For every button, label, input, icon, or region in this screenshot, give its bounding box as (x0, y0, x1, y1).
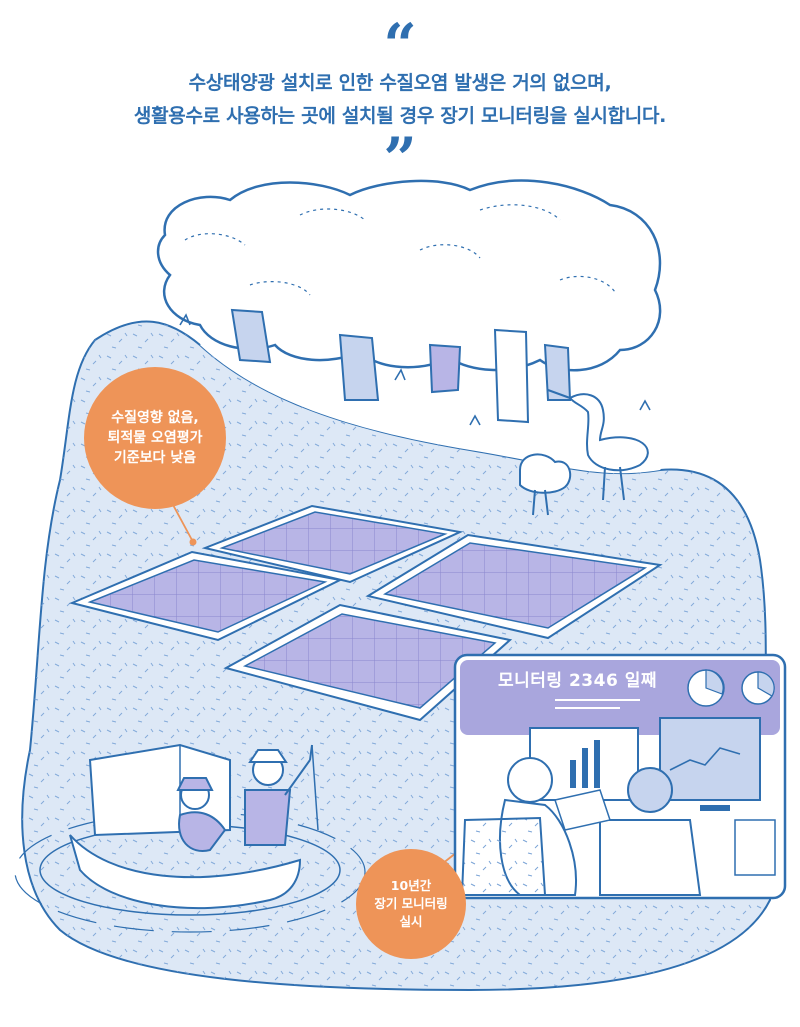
duck-icon (519, 453, 572, 516)
solar-panel-icon (365, 533, 663, 640)
quote-line-1: 수상태양광 설치로 인한 수질오염 발생은 거의 없으며, (188, 72, 612, 94)
solar-panel-icon (223, 603, 513, 722)
callout-line: 실시 (399, 914, 423, 930)
callout-line: 장기 모니터링 (374, 895, 448, 911)
pie-chart-icon (687, 669, 775, 707)
callout-line: 수질영향 없음, (111, 409, 199, 426)
water-quality-callout: 수질영향 없음, 퇴적물 오염평가 기준보다 낮음 (84, 367, 226, 509)
monitoring-room-panel (453, 653, 787, 900)
solar-panel-icon (68, 550, 344, 642)
monitoring-day-counter: 모니터링 2346 일째 (498, 671, 657, 691)
shore-land (200, 330, 679, 474)
heron-icon (547, 389, 649, 501)
callout-line: 10년간 (390, 877, 432, 893)
tree-icon (156, 179, 662, 426)
callout-connector (171, 502, 193, 541)
callout-line: 기준보다 낮음 (113, 450, 197, 467)
solar-panel-array (68, 504, 663, 722)
boat-icon (14, 743, 366, 933)
quote-line-2: 생활용수로 사용하는 곳에 설치될 경우 장기 모니터링을 실시합니다. (133, 105, 667, 127)
monitoring-callout: 10년간 장기 모니터링 실시 (356, 849, 466, 959)
quote-close-mark: ” (383, 125, 417, 193)
callout-dot (189, 538, 197, 546)
callout-line: 퇴적물 오염평가 (107, 429, 203, 446)
quote-open-mark: “ (383, 11, 417, 79)
solar-panel-icon (201, 504, 464, 584)
